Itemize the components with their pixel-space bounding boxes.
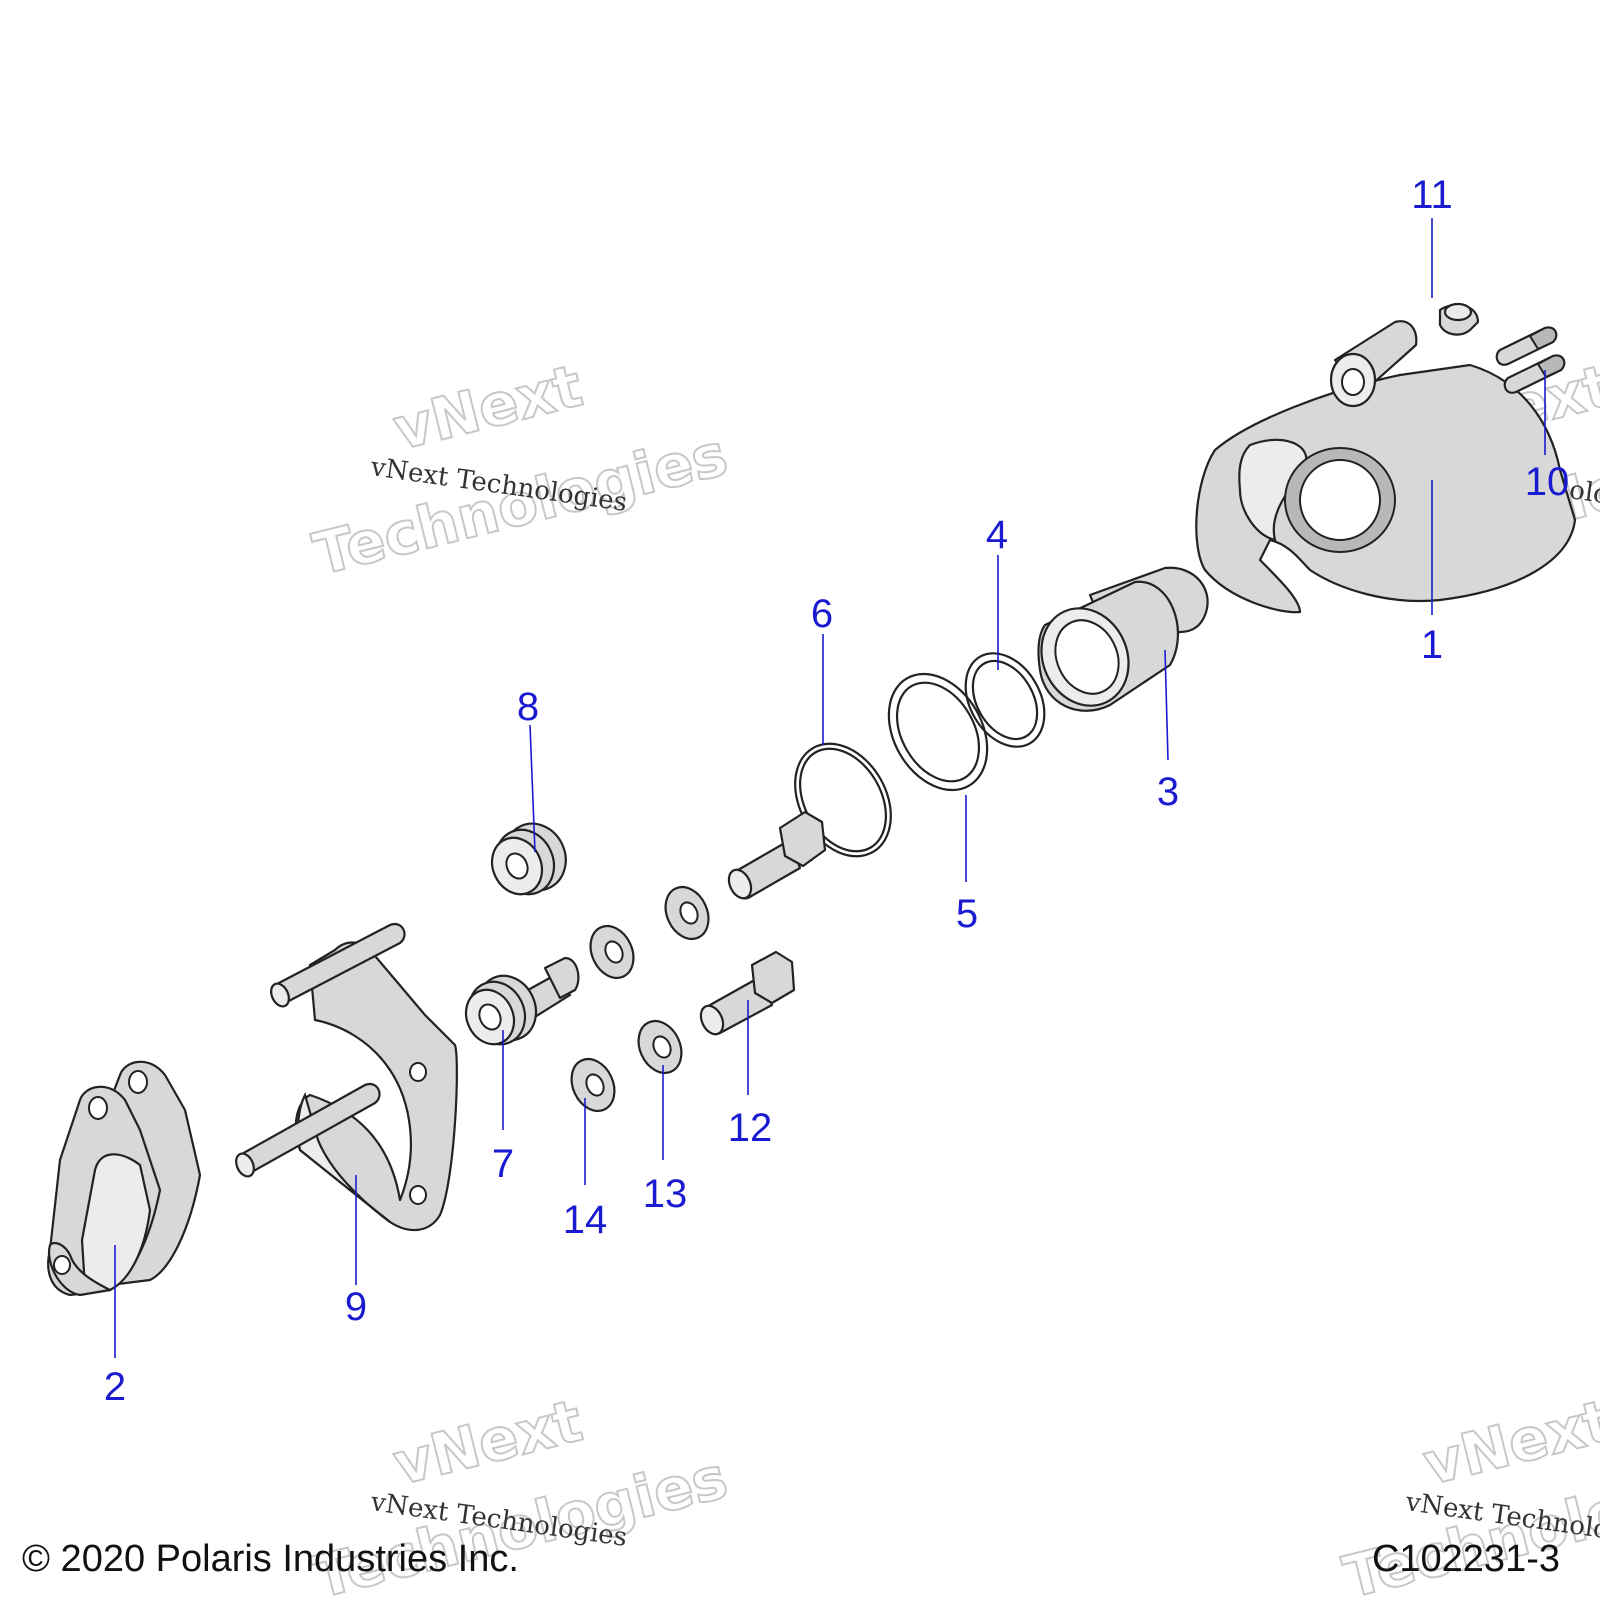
pin-boot-upper [490, 822, 567, 896]
callout-8: 8 [517, 685, 539, 729]
watermark-big-word-1: vNext [387, 1386, 589, 1498]
callout-3: 3 [1157, 770, 1179, 814]
callout-9: 9 [345, 1285, 367, 1329]
callout-4: 4 [986, 513, 1008, 557]
watermark-big-word-2: Technologies [307, 420, 734, 588]
bleeder-cap [1438, 302, 1480, 336]
watermark-big-word-1: vNext [387, 351, 589, 463]
piston-seal-large [887, 672, 989, 792]
copyright-notice: © 2020 Polaris Industries Inc. [22, 1538, 519, 1580]
guide-pin-upper [1495, 326, 1558, 366]
bolt [699, 950, 796, 1036]
callout-2: 2 [104, 1365, 126, 1409]
washer-upper [664, 886, 710, 940]
leader-3 [1164, 649, 1169, 761]
callout-12: 12 [728, 1106, 773, 1150]
callout-labels: 11 10 1 4 3 6 5 8 7 12 13 14 9 2 [104, 173, 1569, 1409]
figure-code: C102231-3 [1371, 1538, 1560, 1580]
callout-1: 1 [1421, 623, 1443, 667]
callout-10: 10 [1525, 460, 1570, 504]
slide-pin-with-boot [464, 956, 580, 1046]
washer-middle [589, 925, 635, 979]
brake-pads [47, 1060, 202, 1297]
leader-8 [529, 724, 536, 853]
piston-seal-small [964, 652, 1046, 748]
callout-11: 11 [1411, 173, 1453, 217]
callout-5: 5 [956, 892, 978, 936]
washer-13 [637, 1020, 683, 1074]
caliper-bracket [235, 922, 458, 1232]
piston [1037, 566, 1209, 712]
washer-14 [570, 1058, 616, 1112]
callout-13: 13 [643, 1172, 688, 1216]
bolt-upper [727, 810, 827, 900]
callout-14: 14 [563, 1198, 608, 1242]
leader-lines [114, 218, 1546, 1358]
callout-6: 6 [811, 592, 833, 636]
watermark-big-word-1: vNext [1417, 1386, 1600, 1498]
watermark-top-left: vNext Technologies vNext Technologies [306, 350, 735, 589]
callout-7: 7 [492, 1142, 514, 1186]
caliper-housing [1195, 320, 1577, 614]
